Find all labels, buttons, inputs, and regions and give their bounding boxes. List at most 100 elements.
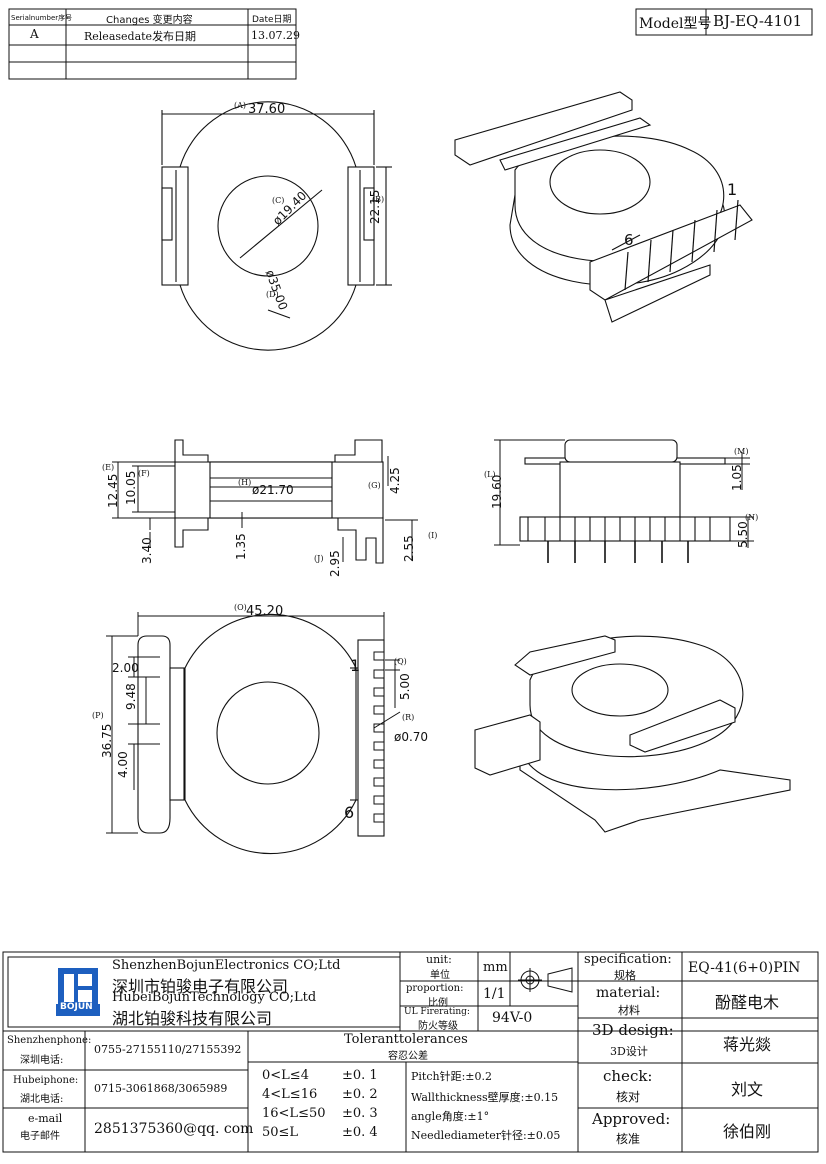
email-en: e-mail	[28, 1112, 63, 1125]
dim-N-label: (N)	[745, 513, 759, 522]
dim-F-value: 10.05	[124, 470, 138, 505]
company-en1: ShenzhenBojunElectronics CO;Ltd	[112, 958, 341, 973]
dim-I-value: 2.55	[402, 535, 416, 562]
model-label: Model型号	[639, 16, 712, 32]
proportion-value: 1/1	[483, 986, 506, 1002]
material-value: 酚醛电木	[715, 993, 780, 1012]
dim-L-label: (L)	[484, 470, 496, 479]
check-cn: 核对	[616, 1090, 641, 1104]
model-value: BJ-EQ-4101	[713, 12, 803, 30]
dim-G-label: (G)	[368, 481, 381, 490]
rev-header-serial: Serialnumber序号	[11, 14, 73, 22]
dim-E-label: (E)	[102, 463, 115, 472]
dim-H-value: ø21.70	[252, 483, 294, 497]
material-en: material:	[596, 985, 661, 1001]
hb-phone-en: Hubeiphone:	[13, 1075, 79, 1086]
dim-G-value: 4.25	[388, 467, 402, 494]
ul-value: 94V-0	[492, 1010, 533, 1026]
dim-R-value: ø0.70	[394, 730, 429, 744]
dim-948-value: 9.48	[124, 683, 138, 710]
dim-v2-value: 1.35	[234, 533, 248, 560]
sz-phone-en: Shenzhenphone:	[7, 1035, 92, 1046]
tol-cn: 容忍公差	[388, 1051, 428, 1062]
iso-pin6: 6	[624, 231, 634, 249]
dim-A-label: (A)	[234, 101, 247, 110]
rev-header-changes: Changes 变更内容	[106, 15, 193, 26]
unit-label-cn: 单位	[430, 970, 450, 981]
design-en: 3D design:	[592, 1021, 674, 1039]
revision-table-frame	[8, 8, 297, 80]
company-cn2: 湖北铂骏科技有限公司	[112, 1009, 273, 1028]
company-cn1: 深圳市铂骏电子有限公司	[112, 977, 289, 996]
hb-phone: 0715-3061868/3065989	[94, 1082, 228, 1095]
dim-H-label: (H)	[238, 478, 252, 487]
tol-range-3: 50≤L	[262, 1125, 299, 1140]
dim-v1-value: 3.40	[140, 537, 154, 564]
dim-200-value: 2.00	[112, 661, 139, 675]
front-view	[519, 439, 731, 542]
rev-row-date: 13.07.29	[251, 29, 300, 42]
dim-N-value: 5.50	[736, 521, 750, 548]
dim-O-value: 45.20	[246, 604, 284, 619]
proportion-cn: 比例	[428, 998, 448, 1009]
dim-P-value: 36.75	[100, 723, 114, 758]
dim-B-value: 22.15	[368, 189, 382, 224]
rev-row-serial: A	[30, 27, 39, 41]
logo-text: BOJUN	[60, 1002, 93, 1012]
approved-en: Approved:	[592, 1110, 671, 1128]
unit-label-en: unit:	[426, 953, 452, 966]
design-cn: 3D设计	[610, 1045, 648, 1058]
dim-R-label: (R)	[402, 713, 415, 722]
dim-I-label: (I)	[428, 531, 438, 540]
sz-phone-cn: 深圳电话:	[20, 1055, 64, 1066]
tol-value-3: ±0. 4	[342, 1125, 378, 1140]
dim-L-value: 19.60	[490, 474, 504, 509]
dim-J-value: 2.95	[328, 550, 342, 577]
tol-value-2: ±0. 3	[342, 1106, 378, 1121]
bottom-view	[137, 613, 385, 855]
tol-range-2: 16<L≤50	[262, 1106, 326, 1121]
needle: Needlediameter针径:±0.05	[411, 1129, 561, 1142]
tol-value-0: ±0. 1	[342, 1068, 378, 1083]
hb-phone-cn: 湖北电话:	[20, 1094, 64, 1105]
dim-M-label: (M)	[734, 447, 749, 456]
unit-value: mm	[483, 960, 508, 975]
proportion-en: proportion:	[406, 983, 464, 994]
dim-400-value: 4.00	[116, 751, 130, 778]
material-cn: 材料	[618, 1004, 640, 1017]
approved-cn: 核准	[616, 1132, 641, 1146]
ul-en: UL Firerating:	[404, 1007, 470, 1017]
top-view	[161, 101, 392, 351]
dim-A-value: 37.60	[248, 102, 286, 117]
check-en: check:	[603, 1067, 653, 1085]
design-value: 蒋光燚	[723, 1035, 772, 1054]
approved-value: 徐伯刚	[723, 1122, 772, 1141]
dim-B-label: (B)	[372, 195, 385, 204]
angle: angle角度:±1°	[411, 1110, 490, 1123]
spec-en: specification:	[584, 952, 672, 967]
spec-cn: 规格	[614, 969, 636, 982]
dim-C-label: (C)	[272, 196, 285, 205]
dim-E-value: 12.45	[106, 473, 120, 508]
dim-Q-label: (Q)	[394, 657, 407, 666]
bottom-pin1: 1	[350, 656, 361, 675]
tol-en: Toleranttolerances	[344, 1032, 468, 1047]
dim-F-label: (F)	[138, 469, 150, 478]
dim-D-label: (D)	[266, 290, 279, 299]
iso-view-bottom	[474, 635, 791, 833]
dim-P-label: (P)	[92, 711, 104, 720]
side-view	[174, 439, 384, 564]
tol-range-1: 4<L≤16	[262, 1087, 318, 1102]
email: 2851375360@qq. com	[94, 1121, 254, 1137]
title-block-frame	[2, 951, 819, 1153]
dim-J-label: (J)	[314, 554, 324, 563]
email-cn: 电子邮件	[20, 1131, 60, 1142]
iso-view-top	[454, 91, 753, 323]
bottom-pin6: 6	[344, 803, 355, 822]
model-box	[635, 8, 813, 36]
check-value: 刘文	[731, 1080, 764, 1099]
bojun-logo	[56, 968, 100, 1016]
dim-M-value: 1.05	[730, 464, 744, 491]
company-en2: HubeiBojunTechnology CO;Ltd	[112, 990, 317, 1005]
